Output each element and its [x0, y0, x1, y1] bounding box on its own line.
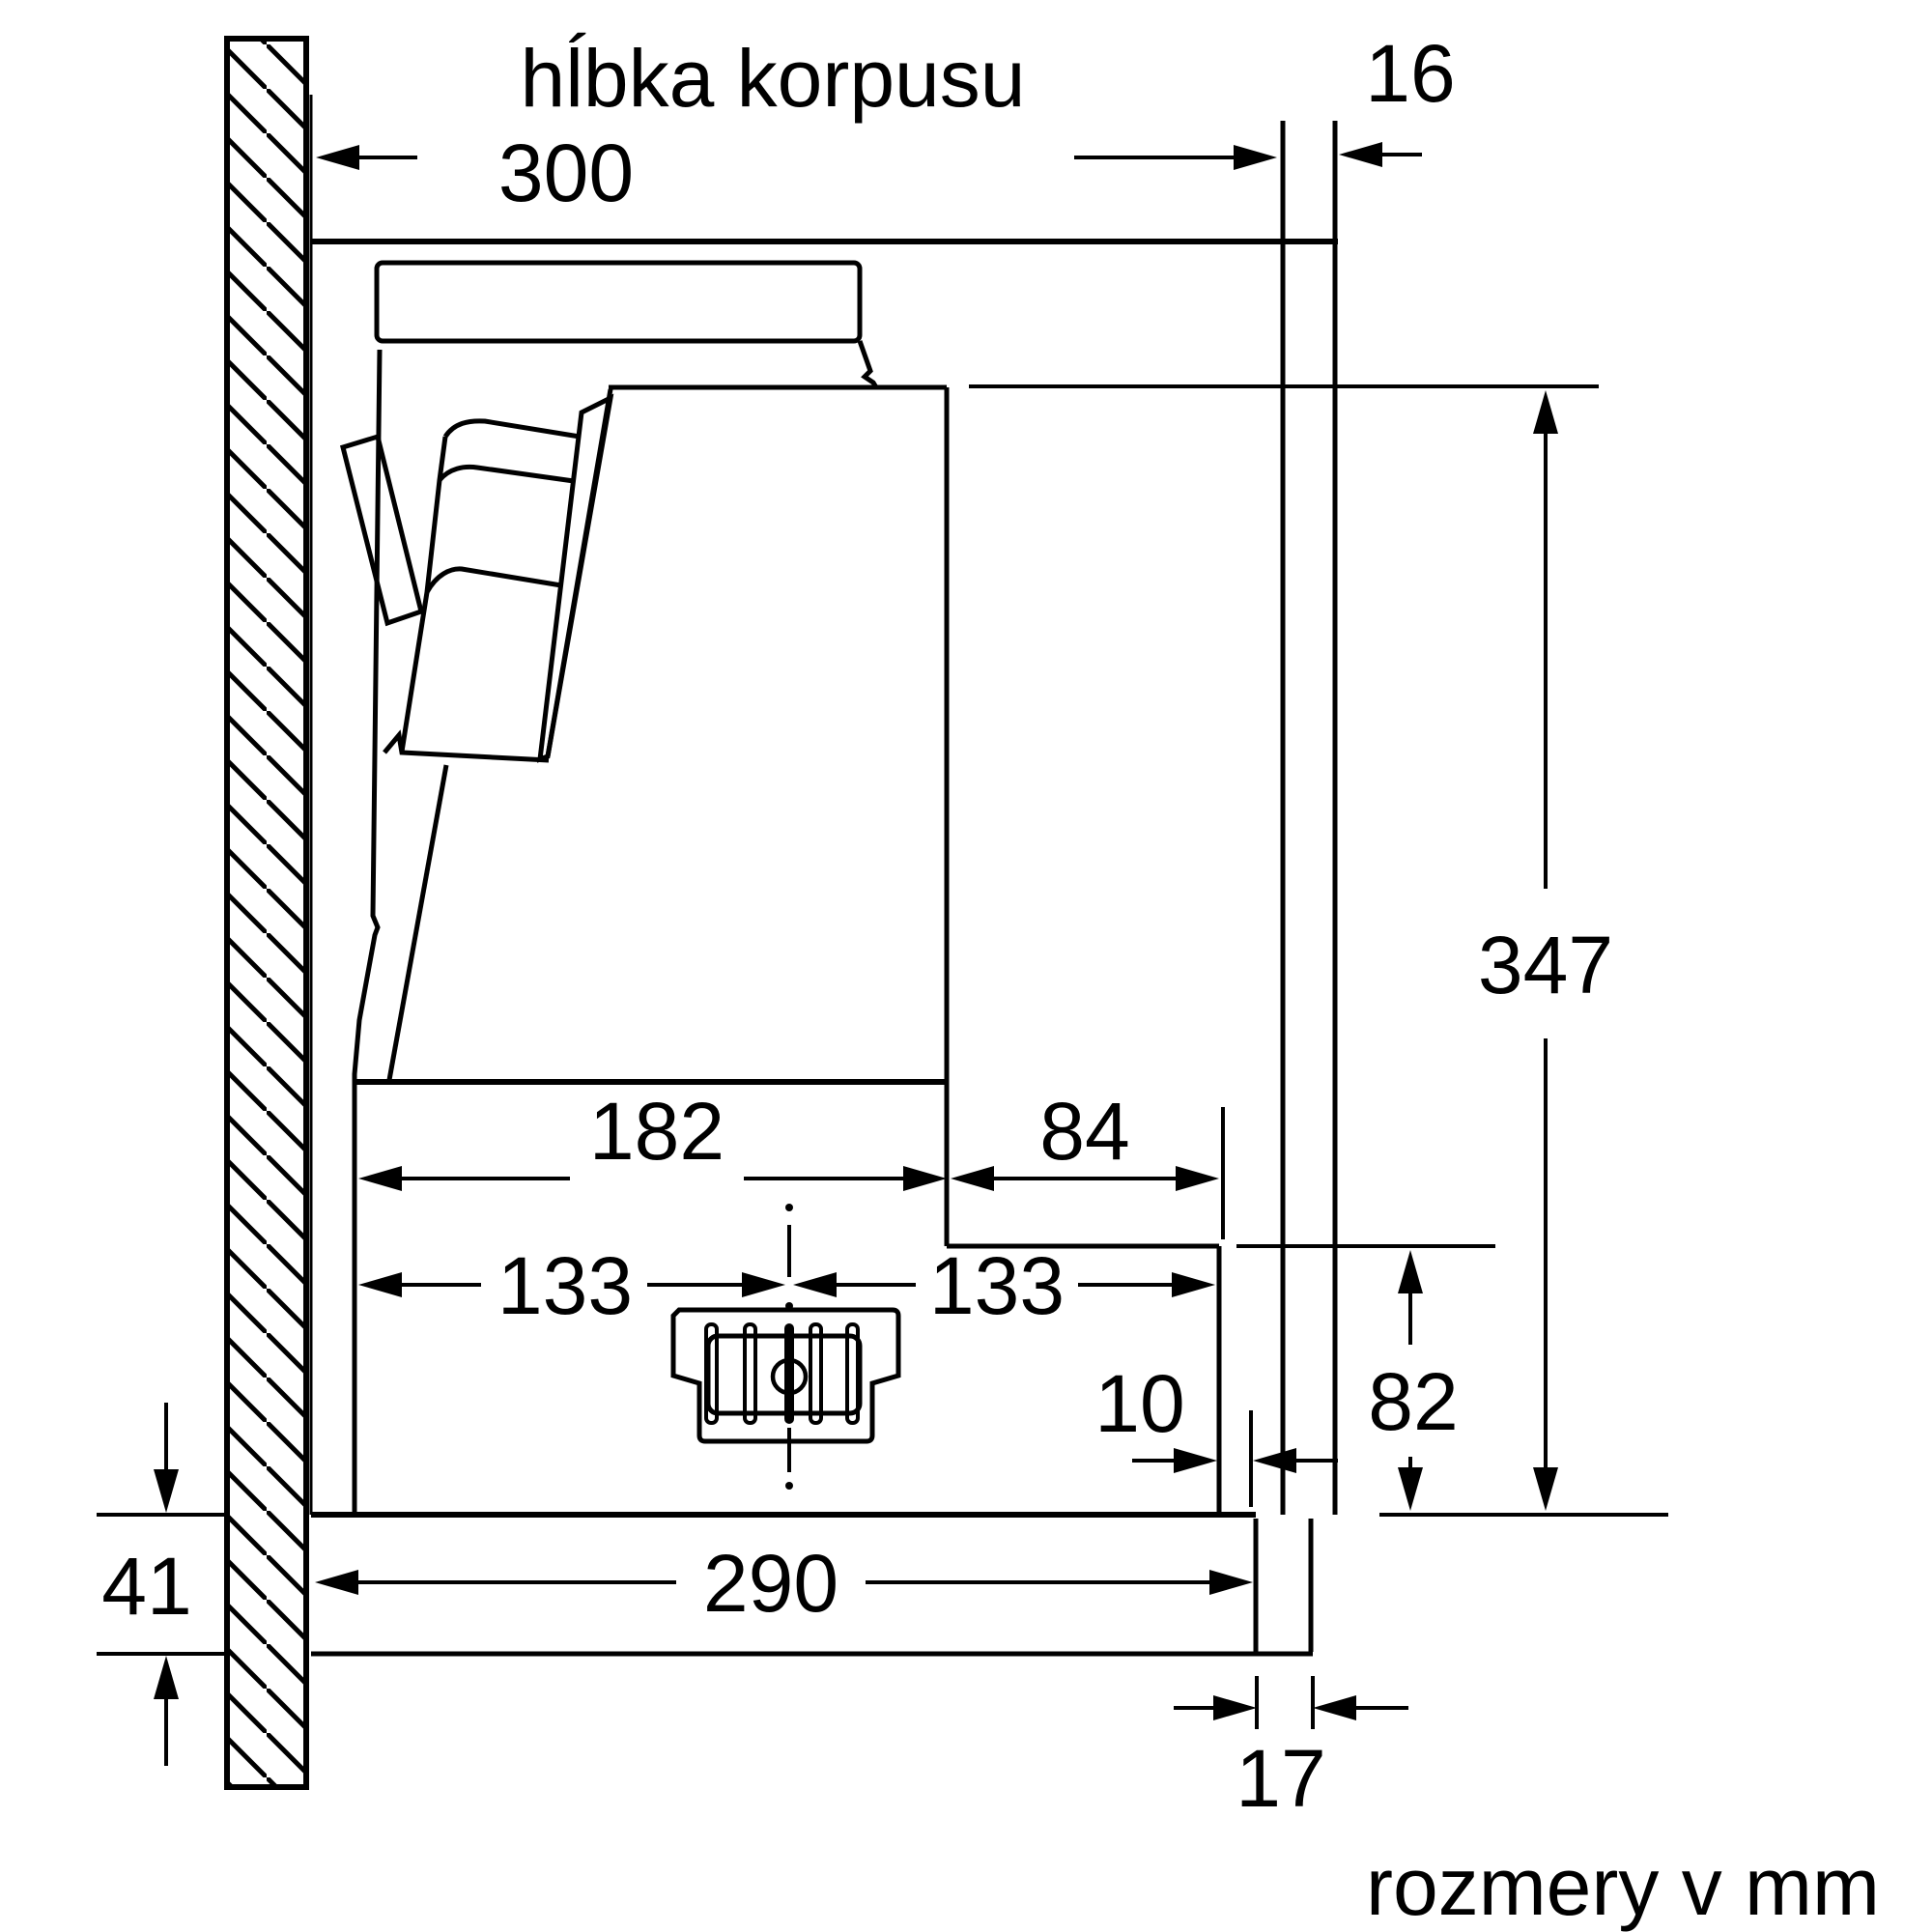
dim-16: 16: [1339, 28, 1456, 167]
arrowhead-right: [1209, 1570, 1253, 1595]
damper-hose-body: [705, 1333, 863, 1416]
width-290-label: 290: [703, 1538, 838, 1629]
width-182-label: 182: [589, 1086, 724, 1177]
wall-hatch: [224, 36, 309, 1790]
arrowhead-left: [316, 145, 359, 170]
hood-body: [352, 260, 1222, 1515]
panel-17-label: 17: [1236, 1733, 1325, 1824]
units-note-label: rozmery v mm: [1366, 1841, 1880, 1932]
arrowhead-left: [358, 1272, 402, 1297]
dim-290: 290: [315, 1538, 1253, 1629]
dim-84: 84: [951, 1086, 1225, 1239]
arrowhead-up: [154, 1656, 179, 1699]
depth-title-label: hĺbka korpusu: [521, 33, 1026, 124]
flap-cushion-3: [424, 566, 562, 594]
arrowhead-right: [1174, 1448, 1217, 1473]
dim-182: 182: [358, 1086, 947, 1191]
arrowhead-down: [154, 1469, 179, 1513]
arrowhead-left: [951, 1166, 994, 1191]
flap-cushion-1: [442, 418, 581, 440]
arrowhead-left: [1253, 1448, 1296, 1473]
damper-tray: [670, 1307, 901, 1444]
dim-depth-300: hĺbka korpusu 300: [316, 33, 1277, 218]
cabinet-structure: [311, 121, 1338, 1657]
width-84-label: 84: [1039, 1086, 1129, 1177]
damper-rib-2: [743, 1322, 757, 1425]
dim-133-left: 133: [358, 1240, 785, 1331]
arrowhead-right: [1234, 145, 1277, 170]
arrowhead-left: [1339, 142, 1382, 167]
damper-pivot-circle: [770, 1357, 809, 1396]
flap-front-edge: [545, 388, 613, 757]
arrowhead-right: [742, 1272, 785, 1297]
hood-top-notch: [857, 340, 879, 389]
arrowhead-up: [1398, 1250, 1423, 1293]
panel-16-label: 16: [1365, 28, 1455, 119]
damper-rib-3: [809, 1322, 823, 1425]
width-133-right-label: 133: [929, 1240, 1065, 1331]
wall-section: [224, 36, 313, 1790]
dim-133-right: 133: [793, 1240, 1215, 1331]
flap-bottom-edge: [383, 729, 550, 763]
arrowhead-up: [1533, 390, 1558, 434]
damper-rib-4: [845, 1322, 860, 1425]
arrowhead-left: [793, 1272, 837, 1297]
filter-flaps: [339, 388, 614, 763]
dim-41: 41: [97, 1403, 224, 1766]
dim-347: 347: [969, 384, 1668, 1517]
damper-rib-1: [704, 1322, 719, 1425]
depth-value-label: 300: [498, 128, 634, 218]
arrowhead-down: [1398, 1467, 1423, 1511]
height-41-label: 41: [101, 1541, 191, 1632]
dim-10: 10: [1094, 1358, 1338, 1507]
duct-damper: [670, 1204, 901, 1490]
damper-center-bar: [784, 1323, 794, 1424]
dim-17: 17: [1174, 1676, 1408, 1824]
flap-left-edge: [399, 436, 448, 753]
width-133-left-label: 133: [497, 1240, 633, 1331]
gap-10-label: 10: [1094, 1358, 1184, 1449]
arrowhead-right: [1213, 1695, 1257, 1720]
flap-bracket: [339, 433, 424, 627]
total-height-label: 347: [1478, 920, 1613, 1010]
damper-centerline: [785, 1204, 793, 1490]
arrowhead-right: [1172, 1272, 1215, 1297]
arrowhead-right: [1176, 1166, 1219, 1191]
arrowhead-left: [315, 1570, 358, 1595]
arrowhead-left: [1313, 1695, 1356, 1720]
height-82-label: 82: [1368, 1356, 1458, 1447]
hood-top-box: [374, 260, 863, 344]
hood-diagonal-guide: [386, 764, 449, 1081]
arrowhead-left: [358, 1166, 402, 1191]
dim-82: 82: [1236, 1244, 1495, 1511]
arrowhead-right: [903, 1166, 947, 1191]
flap-cushion-2: [438, 464, 575, 484]
hood-back-edge: [352, 349, 383, 1515]
arrowhead-down: [1533, 1467, 1558, 1511]
